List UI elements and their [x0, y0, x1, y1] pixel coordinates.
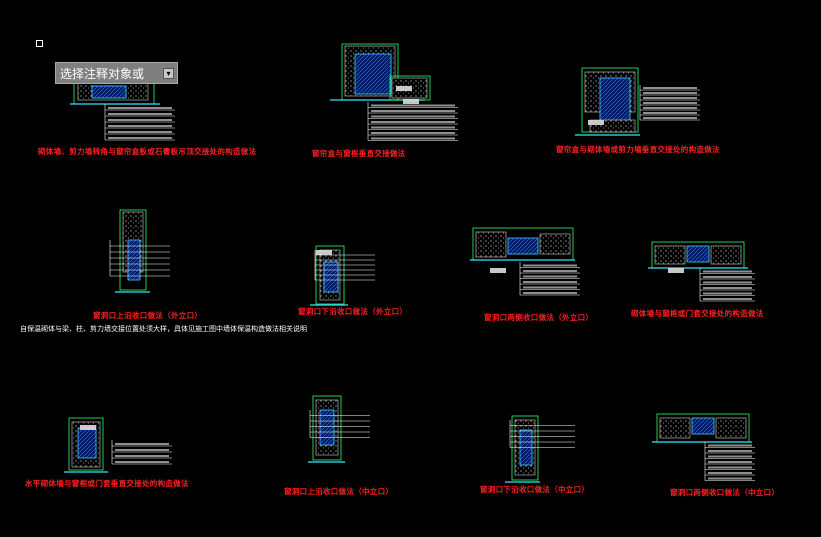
leader-text-mark — [108, 119, 172, 121]
leader-text-mark — [708, 472, 752, 474]
leader-text-mark — [708, 455, 752, 458]
leader-text-mark — [703, 276, 752, 278]
dimension-text — [490, 268, 506, 273]
leader-text-mark — [523, 281, 577, 283]
leader-text-mark — [108, 107, 172, 109]
leader-text-mark — [703, 281, 752, 284]
leader-text-mark — [523, 264, 577, 267]
insulation-layer — [354, 53, 392, 95]
leader-text-mark — [115, 443, 169, 445]
insulation-layer — [319, 409, 335, 446]
leader-text-mark — [643, 92, 697, 94]
detail-title-9: 窗洞口下沿收口做法（中立口） — [480, 485, 590, 494]
dimension-text — [403, 99, 419, 104]
leader-text-mark — [523, 292, 577, 294]
chevron-down-icon[interactable]: ▾ — [163, 68, 174, 79]
concrete-block — [539, 233, 571, 255]
leader-text-mark — [371, 110, 455, 112]
detail-title-6: 窗洞口两侧收口做法（外立口） — [484, 313, 594, 322]
leader-text-mark — [371, 126, 455, 129]
leader-text-mark — [115, 455, 169, 457]
insulation-layer — [599, 77, 631, 129]
leader-text-mark — [523, 275, 577, 278]
leader-text-mark — [643, 87, 697, 89]
concrete-block — [659, 417, 691, 439]
insulation-layer — [77, 427, 97, 459]
leader-text-mark — [108, 113, 172, 115]
leader-text-mark — [371, 137, 455, 140]
leader-text-mark — [643, 102, 697, 104]
leader-text-mark — [643, 117, 697, 119]
dimension-text — [80, 425, 96, 430]
dimension-text — [588, 120, 604, 125]
leader-text-mark — [371, 104, 455, 107]
leader-text-mark — [108, 131, 172, 133]
tooltip-text: 选择注释对象或 — [60, 67, 145, 81]
insulation-layer — [691, 417, 715, 435]
detail-title-4: 窗洞口上沿收口做法（外立口） — [93, 311, 203, 320]
general-note: 自保温砌体与梁、柱、剪力墙交接位置处须大样，具体见施工图中墙体保温构造做法相关说… — [20, 325, 307, 333]
leader-text-mark — [108, 125, 172, 127]
frame-outline — [68, 417, 104, 471]
leader-text-mark — [523, 286, 577, 289]
frame-outline — [312, 395, 342, 461]
dimension-text — [316, 250, 332, 255]
leader-text-mark — [708, 450, 752, 452]
detail-title-7: 砌体墙与窗框或门套交接处的构造做法 — [631, 309, 764, 318]
leader-text-mark — [703, 298, 752, 300]
detail-title-2: 窗帘盒与窗框垂直交接做法 — [312, 149, 406, 158]
leader-text-mark — [708, 461, 752, 463]
leader-text-mark — [115, 449, 169, 451]
leader-text-mark — [708, 444, 752, 447]
detail-title-3: 窗帘盒与砌体墙或剪力墙垂直交接处的构造做法 — [556, 145, 720, 154]
annotation-tooltip[interactable]: 选择注释对象或 ▾ — [55, 62, 178, 84]
leader-text-mark — [643, 97, 697, 99]
leader-text-mark — [523, 270, 577, 272]
leader-text-mark — [708, 466, 752, 469]
leader-text-mark — [371, 115, 455, 118]
concrete-block — [654, 245, 686, 265]
leader-text-mark — [115, 461, 169, 463]
leader-text-mark — [703, 270, 752, 273]
frame-outline — [511, 415, 539, 481]
detail-title-1: 砌体墙、剪力墙转角与窗帘盒板或石膏板吊顶交接处的构造做法 — [38, 147, 257, 156]
dimension-text — [668, 268, 684, 273]
detail-title-10: 窗洞口两侧收口做法（中立口） — [670, 488, 780, 497]
dimension-text — [396, 86, 412, 91]
detail-title-11: 水平砌体墙与窗框或门套垂直交接处的构造做法 — [25, 479, 189, 488]
detail-title-5: 窗洞口下沿收口做法（外立口） — [298, 307, 408, 316]
concrete-block — [715, 417, 747, 439]
leader-text-mark — [703, 292, 752, 295]
leader-text-mark — [371, 121, 455, 123]
concrete-block — [710, 245, 742, 265]
insulation-layer — [507, 237, 539, 255]
leader-text-mark — [643, 112, 697, 114]
concrete-block — [475, 231, 507, 258]
leader-text-mark — [108, 137, 172, 139]
leader-text-mark — [643, 107, 697, 109]
insulation-layer — [686, 245, 710, 263]
leader-text-mark — [703, 287, 752, 289]
leader-text-mark — [708, 477, 752, 480]
detail-title-8: 窗洞口上沿收口做法（中立口） — [284, 487, 394, 496]
insulation-layer — [91, 85, 127, 99]
pick-box-cursor — [36, 40, 43, 47]
insulation-layer — [323, 261, 339, 293]
leader-text-mark — [371, 132, 455, 134]
frame-outline — [119, 209, 147, 291]
